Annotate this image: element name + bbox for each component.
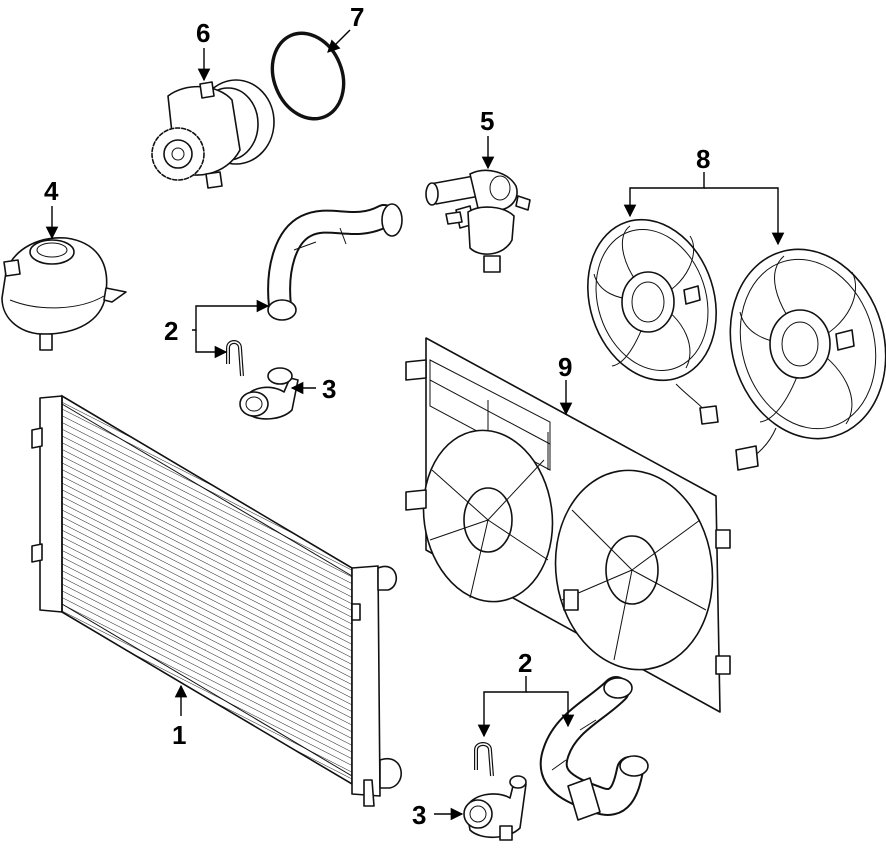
- leader-2b-hose: [526, 691, 575, 728]
- fan-assembly-right-part[interactable]: [708, 231, 886, 471]
- callout-7: 7: [350, 2, 364, 32]
- leader-2b-clip: [477, 676, 527, 738]
- callouts: 1 2 2 3 3 4 5 6 7 8 9: [44, 2, 710, 830]
- callout-5: 5: [480, 106, 494, 136]
- callout-3-lower: 3: [412, 800, 426, 830]
- upper-flange-part[interactable]: [239, 367, 299, 420]
- leader-8-right: [704, 187, 785, 246]
- water-pump-part[interactable]: [151, 79, 275, 189]
- callout-9: 9: [558, 352, 572, 382]
- fan-assembly-left-part[interactable]: [568, 203, 737, 425]
- leader-2a-clip: [195, 330, 228, 359]
- thermostat-housing-part[interactable]: [425, 169, 531, 273]
- o-ring-part[interactable]: [260, 22, 356, 129]
- expansion-tank-part[interactable]: [1, 237, 127, 351]
- upper-clip-part[interactable]: [226, 340, 244, 377]
- callout-1: 1: [172, 720, 186, 750]
- callout-2-upper: 2: [164, 316, 178, 346]
- lower-flange-part[interactable]: [463, 775, 527, 841]
- radiator-part[interactable]: [31, 394, 402, 807]
- lower-hose-part[interactable]: [539, 676, 649, 821]
- upper-hose-part[interactable]: [267, 203, 403, 321]
- leader-7: [327, 29, 351, 53]
- leader-2a-hose: [192, 299, 270, 331]
- callout-4: 4: [44, 176, 59, 206]
- callout-6: 6: [196, 18, 210, 48]
- lower-clip-part[interactable]: [474, 742, 494, 777]
- callout-3-upper: 3: [322, 374, 336, 404]
- callout-2-lower: 2: [518, 648, 532, 678]
- leader-lines: [45, 29, 785, 821]
- leader-8-left: [623, 172, 705, 218]
- callout-8: 8: [696, 144, 710, 174]
- fan-shroud-part[interactable]: [405, 337, 731, 713]
